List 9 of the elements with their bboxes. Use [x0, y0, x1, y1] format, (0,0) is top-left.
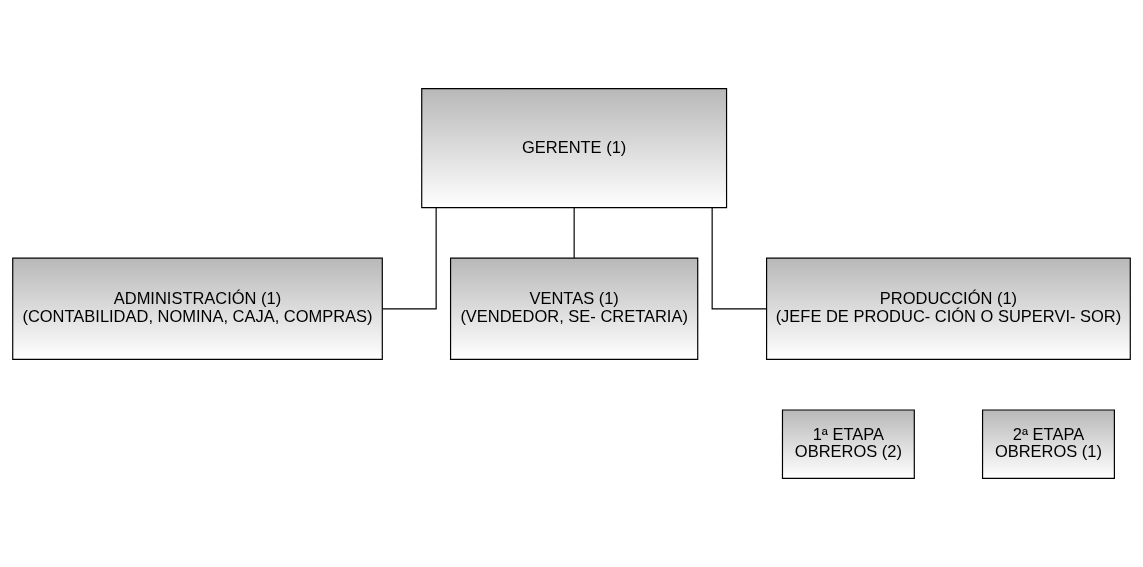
node-box: VENTAS (1) (VENDEDOR, SE- CRETARIA)	[449, 257, 699, 360]
node-box: GERENTE (1)	[421, 88, 728, 209]
connector	[382, 207, 437, 310]
node-box: PRODUCCIÓN (1) (JEFE DE PRODUC- CIÓN O SUPERVI- SOR)	[766, 257, 1131, 360]
node-box: 2ª ETAPA OBREROS (1)	[981, 409, 1115, 479]
node-box: ADMINISTRACIÓN (1) (CONTABILIDAD, NOMINA, CAJA, COMPRAS)	[12, 257, 383, 360]
connector	[573, 207, 575, 259]
connector	[711, 207, 767, 310]
node-box: 1ª ETAPA OBREROS (2)	[781, 409, 915, 479]
